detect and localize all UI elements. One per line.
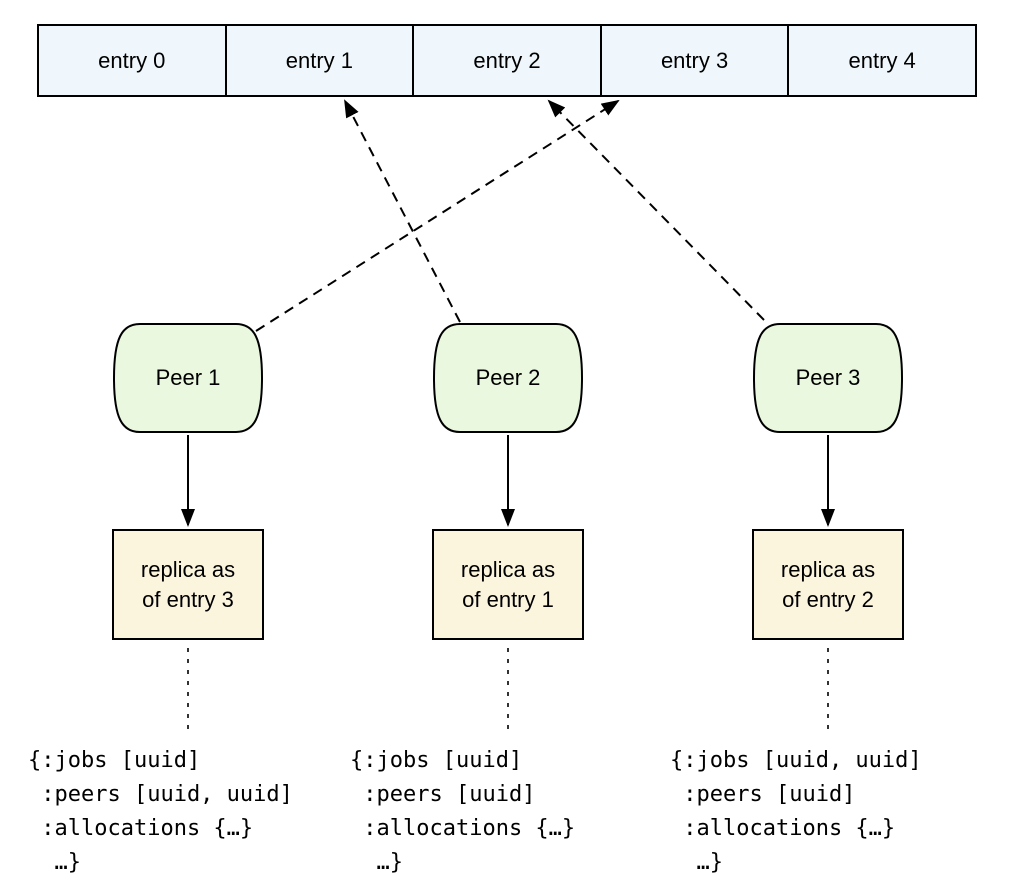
peer3-label: Peer 3	[795, 365, 861, 390]
log-entry-0: entry 0	[39, 26, 225, 95]
peer1-replica-label: replica as of entry 3	[140, 556, 236, 612]
peer1-label: Peer 1	[155, 365, 221, 390]
log-entry-0-label: entry 0	[98, 47, 166, 73]
dashed-arrow-peer3-to-entry2	[547, 99, 765, 321]
peer1-replica-box: replica as of entry 3	[112, 529, 264, 640]
peer1-state-map: {:jobs [uuid] :peers [uuid, uuid] :alloc…	[28, 748, 293, 875]
log-entry-row: entry 0 entry 1 entry 2 entry 3 entry 4	[37, 24, 977, 97]
peer3-shape	[752, 323, 904, 433]
peer1-shape	[112, 323, 264, 433]
log-entry-1: entry 1	[224, 26, 413, 95]
peer2-label: Peer 2	[475, 365, 541, 390]
log-entry-2: entry 2	[412, 26, 600, 95]
peer3-replica-label: replica as of entry 2	[780, 556, 876, 612]
peer2-replica-box: replica as of entry 1	[432, 529, 584, 640]
peer3-state-map: {:jobs [uuid, uuid] :peers [uuid] :alloc…	[670, 748, 922, 875]
log-entry-3-label: entry 3	[660, 47, 729, 73]
log-entry-4: entry 4	[787, 26, 975, 95]
log-entry-2-label: entry 2	[473, 47, 541, 73]
peer2-replica-label: replica as of entry 1	[460, 556, 556, 612]
log-entry-1-label: entry 1	[285, 47, 354, 73]
dashed-arrow-peer2-to-entry1	[344, 99, 461, 323]
peer2-state-map: {:jobs [uuid] :peers [uuid] :allocations…	[350, 748, 576, 875]
peer2-shape	[432, 323, 584, 433]
log-entry-3: entry 3	[599, 26, 788, 95]
dashed-arrow-peer1-to-entry3	[255, 99, 620, 332]
peer3-replica-box: replica as of entry 2	[752, 529, 904, 640]
log-entry-4-label: entry 4	[848, 47, 916, 73]
